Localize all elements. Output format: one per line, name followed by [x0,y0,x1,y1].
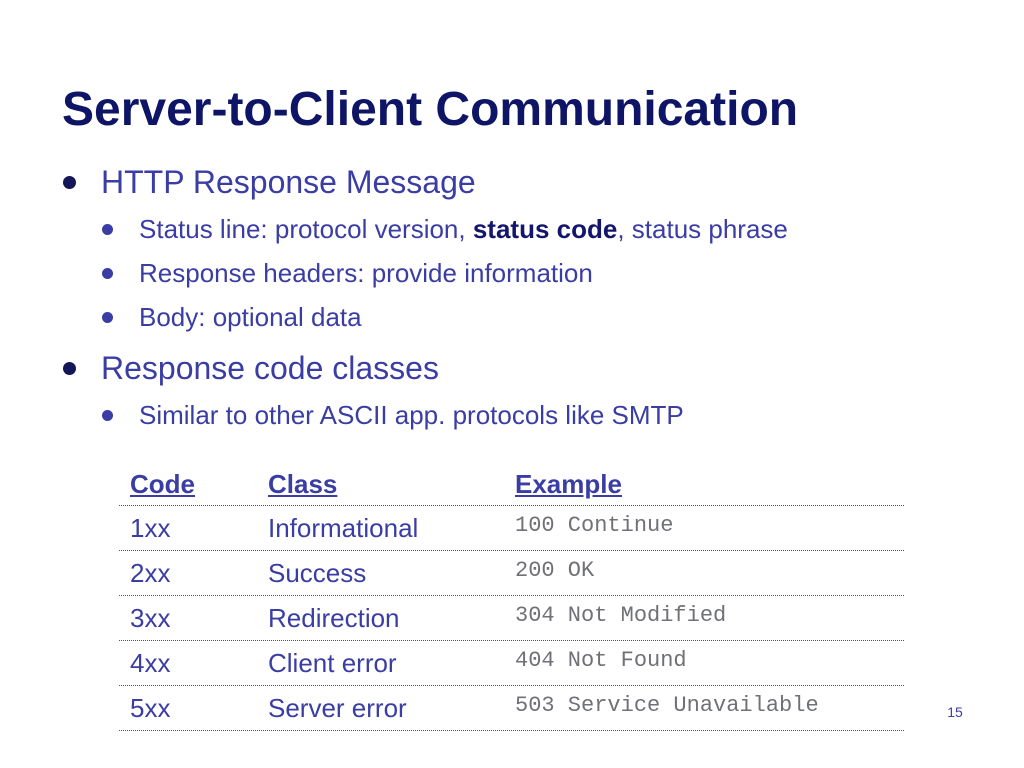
class-cell: Redirection [268,603,400,633]
sub-bullet-status-line: Status line: protocol version, status co… [102,213,788,245]
table-row: 3xx Redirection 304 Not Modified [119,596,904,641]
bullet-dot-icon [63,362,76,375]
table-header-row: Code Class Example [119,462,904,506]
code-cell: 3xx [130,603,171,633]
table-row: 5xx Server error 503 Service Unavailable [119,686,904,731]
emphasis-status-code: status code [472,214,618,244]
bullet-dot-icon [102,268,113,279]
column-header-code: Code [130,469,195,499]
sub-bullet-similar-protocols: Similar to other ASCII app. protocols li… [102,399,684,431]
class-cell: Informational [268,513,419,543]
code-cell: 1xx [130,513,171,543]
column-header-class: Class [268,469,338,499]
table-row: 2xx Success 200 OK [119,551,904,596]
table-row: 4xx Client error 404 Not Found [119,641,904,686]
column-header-example: Example [515,469,622,499]
example-cell: 503 Service Unavailable [515,693,819,718]
sub-bullet-text: Status line: protocol version, [139,214,473,244]
bullet-dot-icon [102,224,113,235]
example-cell: 304 Not Modified [515,603,727,628]
sub-bullet-text: Body: optional data [139,302,362,332]
sub-bullet-response-headers: Response headers: provide information [102,257,593,289]
slide-title: Server-to-Client Communication [62,83,799,136]
code-cell: 4xx [130,648,171,678]
class-cell: Success [268,558,367,588]
status-code-table: Code Class Example 1xx Informational 100… [119,462,904,731]
bullet-http-response-message: HTTP Response Message [63,162,476,202]
class-cell: Server error [268,693,407,723]
bullet-dot-icon [63,176,76,189]
example-cell: 200 OK [515,558,595,583]
bullet-text: HTTP Response Message [101,164,476,200]
example-cell: 404 Not Found [515,648,687,673]
bullet-text: Response code classes [101,350,439,386]
bullet-dot-icon [102,312,113,323]
sub-bullet-text: Response headers: provide information [139,258,593,288]
code-cell: 5xx [130,693,171,723]
sub-bullet-text: Similar to other ASCII app. protocols li… [139,400,684,430]
class-cell: Client error [268,648,397,678]
code-cell: 2xx [130,558,171,588]
sub-bullet-body: Body: optional data [102,301,362,333]
bullet-dot-icon [102,410,113,421]
slide-page-number: 15 [947,704,963,720]
example-cell: 100 Continue [515,513,674,538]
bullet-response-code-classes: Response code classes [63,348,439,388]
sub-bullet-text: , status phrase [617,214,788,244]
table-row: 1xx Informational 100 Continue [119,506,904,551]
